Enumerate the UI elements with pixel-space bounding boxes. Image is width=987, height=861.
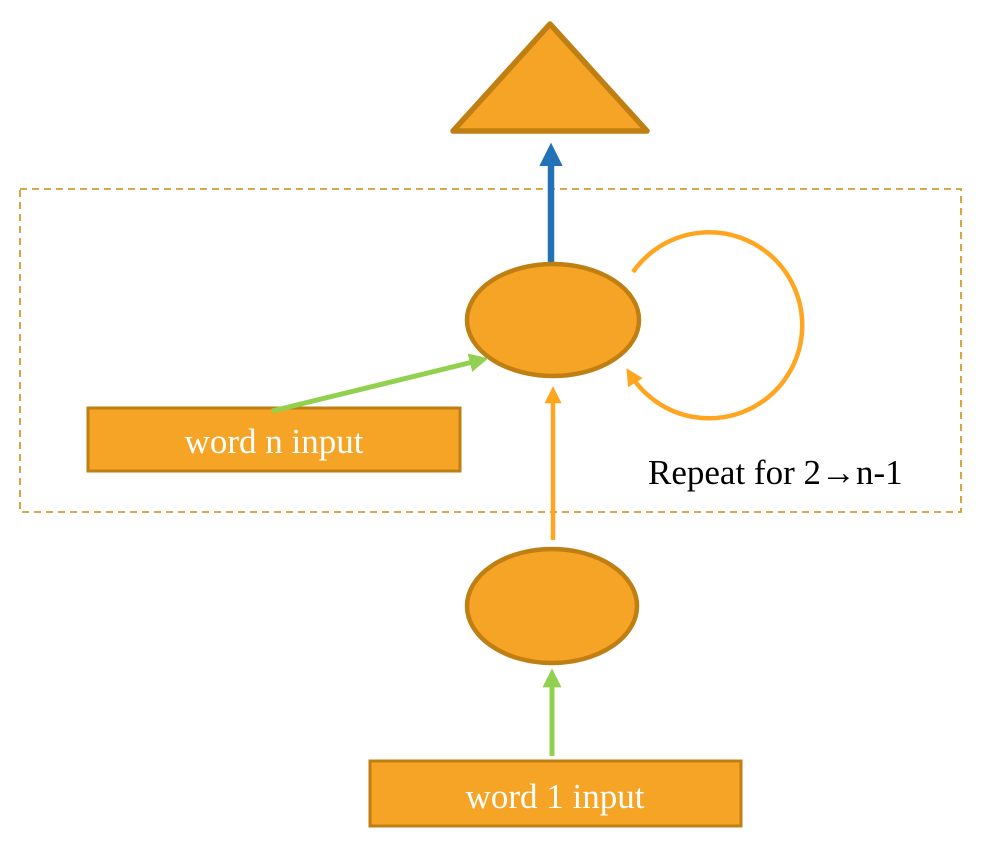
word-1-input-box bbox=[368, 759, 743, 828]
upper-hidden-node bbox=[464, 261, 642, 379]
word-n-input-label: word n input bbox=[185, 422, 364, 461]
word-n-input-arrow bbox=[271, 353, 489, 414]
lower-hidden-node bbox=[464, 546, 640, 666]
repeat-region-box bbox=[19, 188, 962, 513]
repeat-note: Repeat for 2→n-1 bbox=[648, 453, 903, 492]
output-triangle bbox=[450, 21, 650, 134]
word-1-input-label: word 1 input bbox=[466, 777, 645, 816]
word-n-input-box bbox=[86, 406, 462, 473]
self-loop-arrow bbox=[626, 230, 805, 421]
